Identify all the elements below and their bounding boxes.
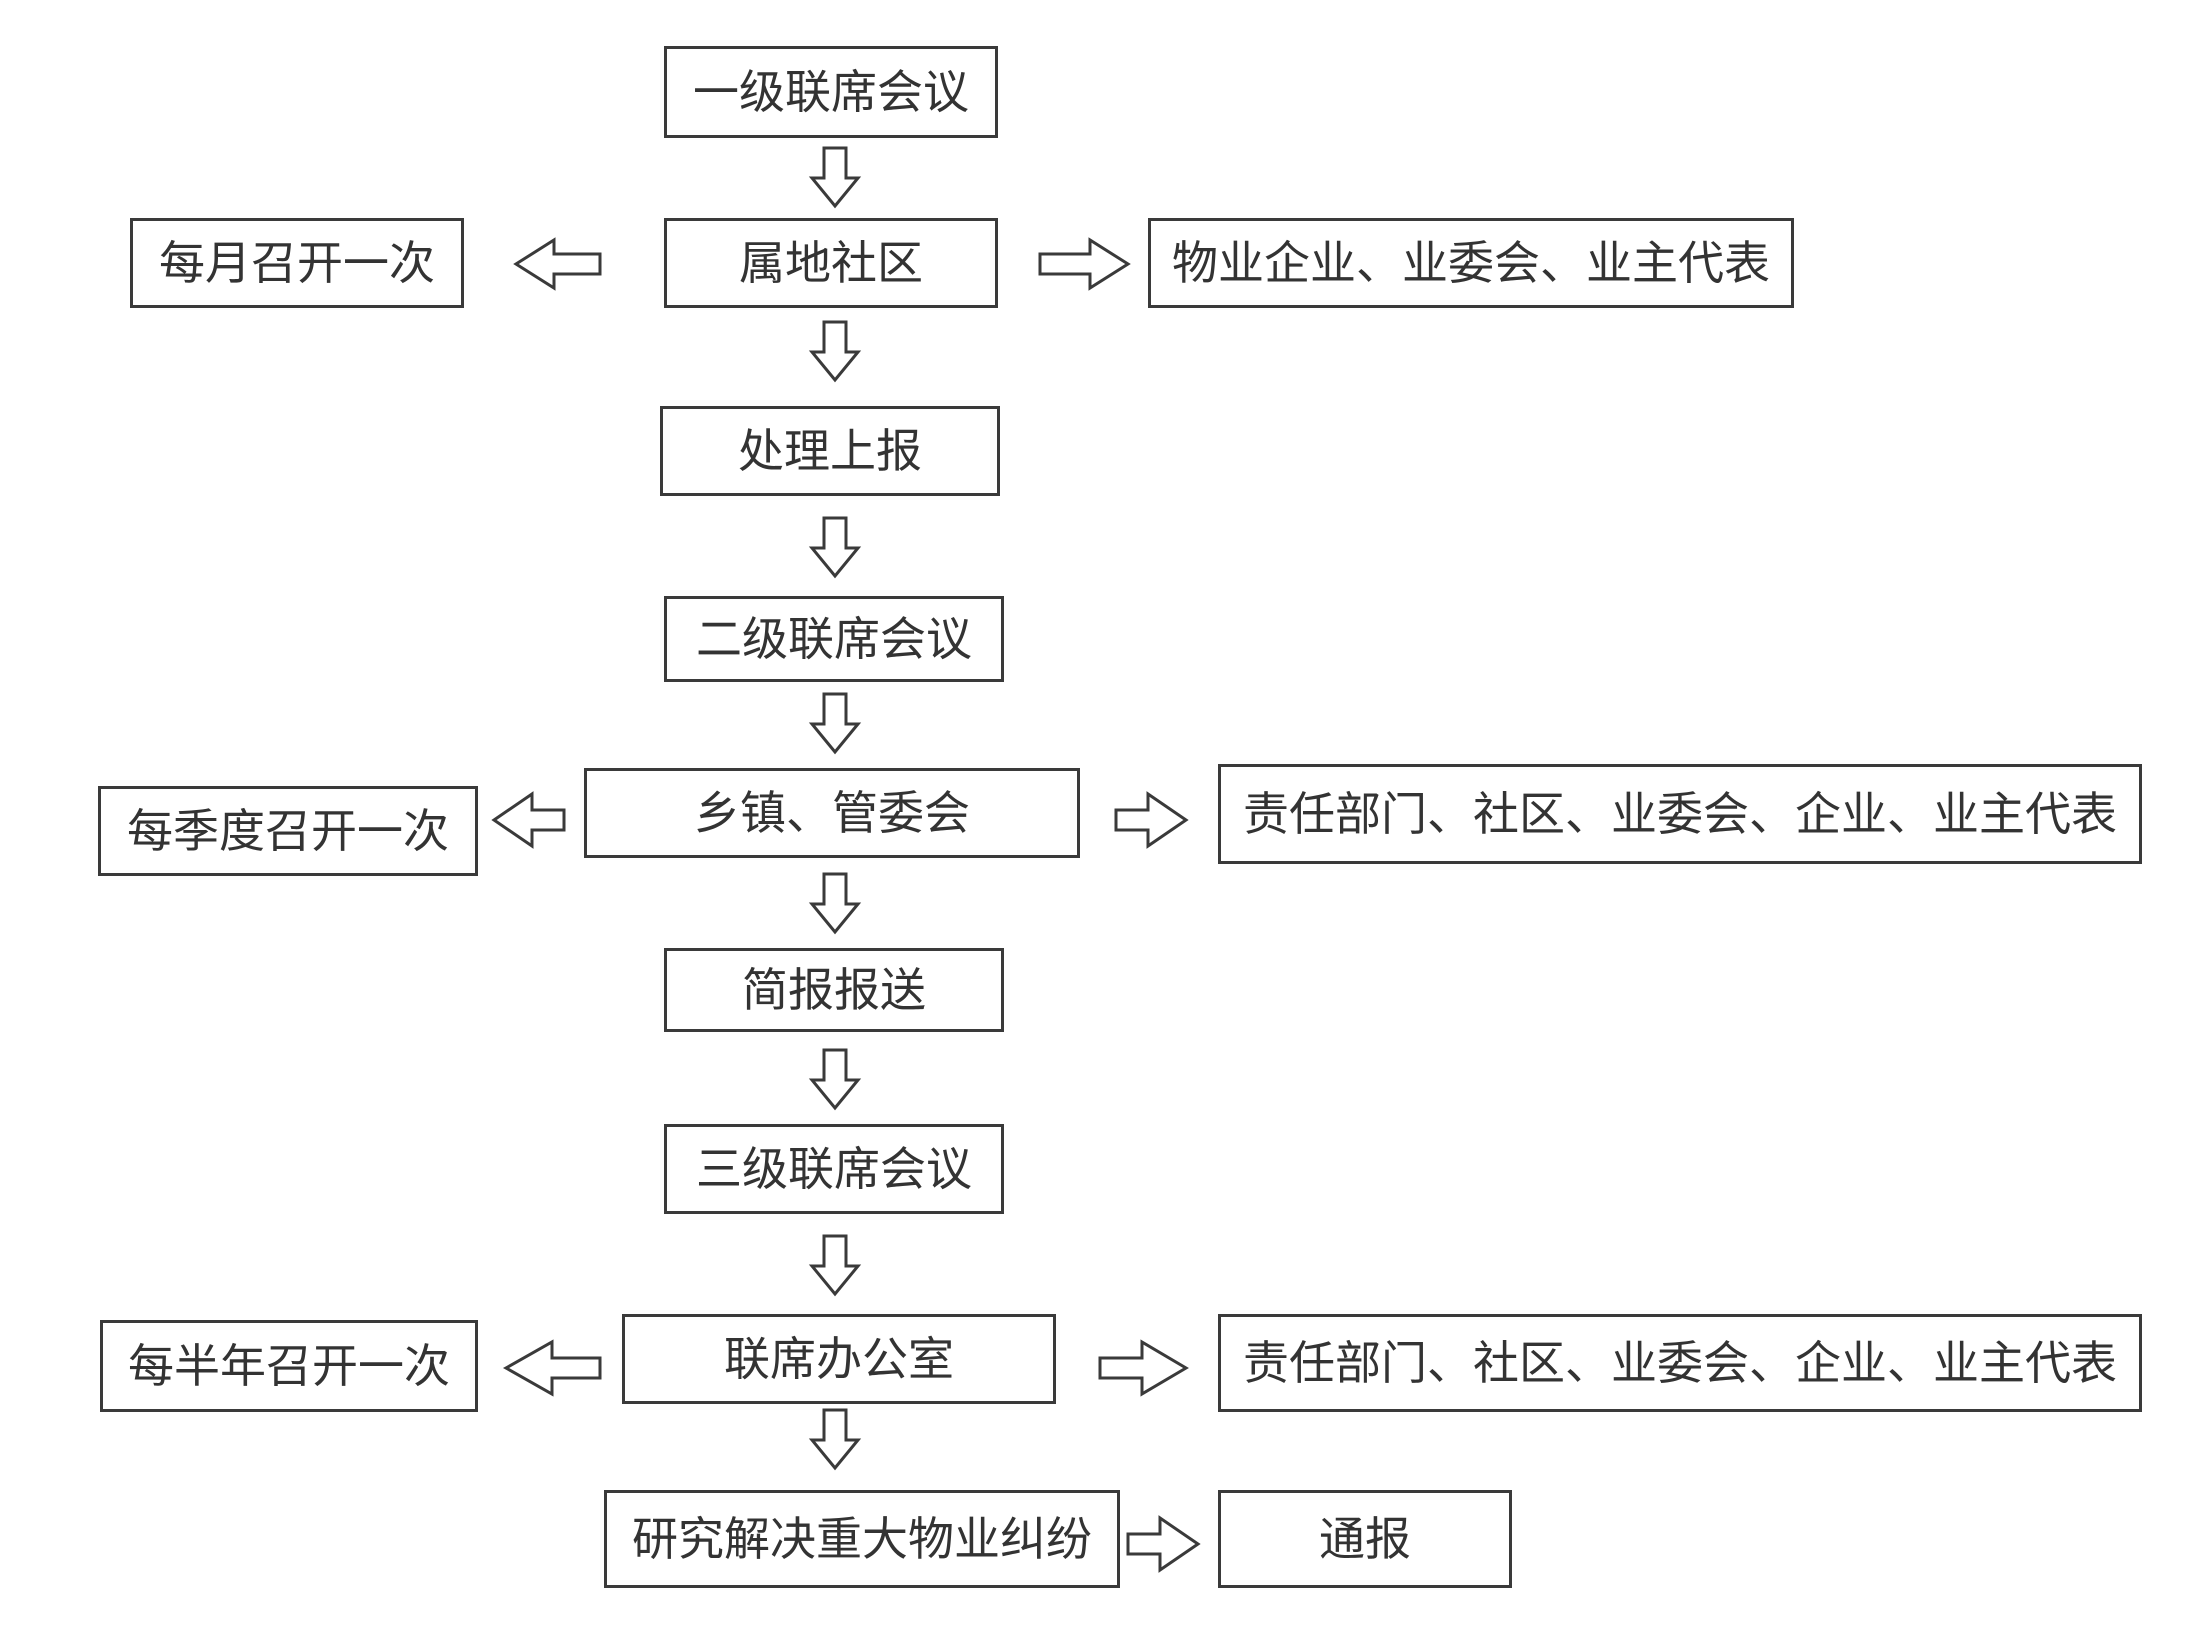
- arrow-down-township-to-briefing: [808, 872, 862, 935]
- node-level1-meeting: 一级联席会议: [664, 46, 998, 138]
- arrow-right-community-to-participants: [1038, 237, 1131, 291]
- arrow-left-township-to-quarterly: [491, 791, 566, 849]
- node-township: 乡镇、管委会: [584, 768, 1080, 858]
- node-level2-meeting: 二级联席会议: [664, 596, 1004, 682]
- node-community: 属地社区: [664, 218, 998, 308]
- node-handle-report: 处理上报: [660, 406, 1000, 496]
- arrow-down-briefing-to-level3: [808, 1048, 862, 1111]
- node-level3-meeting: 三级联席会议: [664, 1124, 1004, 1214]
- arrow-right-township-to-participants: [1114, 791, 1189, 849]
- arrow-down-office-to-resolve: [808, 1408, 862, 1471]
- arrow-down-level2-to-township: [808, 692, 862, 755]
- node-office-participants: 责任部门、社区、业委会、企业、业主代表: [1218, 1314, 2142, 1412]
- arrow-down-level3-to-office: [808, 1234, 862, 1297]
- arrow-down-community-to-report: [808, 320, 862, 383]
- node-monthly: 每月召开一次: [130, 218, 464, 308]
- node-notify: 通报: [1218, 1490, 1512, 1588]
- node-semiannual: 每半年召开一次: [100, 1320, 478, 1412]
- arrow-left-office-to-semiannual: [502, 1339, 602, 1397]
- node-township-participants: 责任部门、社区、业委会、企业、业主代表: [1218, 764, 2142, 864]
- arrow-down-level1-to-community: [808, 146, 862, 209]
- node-quarterly: 每季度召开一次: [98, 786, 478, 876]
- arrow-left-community-to-monthly: [513, 237, 602, 291]
- node-community-participants: 物业企业、业委会、业主代表: [1148, 218, 1794, 308]
- node-joint-office: 联席办公室: [622, 1314, 1056, 1404]
- node-resolve-disputes: 研究解决重大物业纠纷: [604, 1490, 1120, 1588]
- arrow-right-resolve-to-notify: [1126, 1515, 1201, 1573]
- arrow-down-report-to-level2: [808, 516, 862, 579]
- arrow-right-office-to-participants: [1098, 1339, 1189, 1397]
- node-briefing: 简报报送: [664, 948, 1004, 1032]
